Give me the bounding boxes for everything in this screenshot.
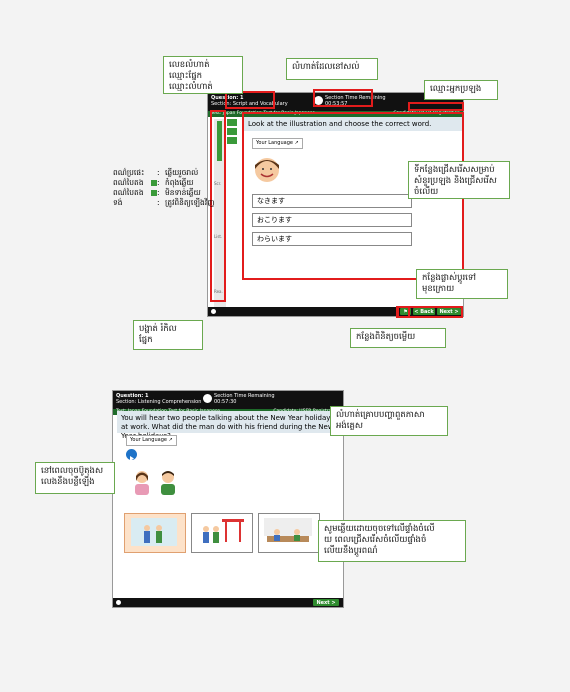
legend-value: កំពុងឆ្លើយ <box>165 178 194 187</box>
highlight-nav-buttons <box>397 306 463 318</box>
section-label-reading: Rea. <box>214 289 223 294</box>
callout-examinee-name: ឈ្មោះអ្នកប្រឡង <box>424 80 498 100</box>
legend-swatch <box>151 190 157 196</box>
question-prompt: Look at the illustration and choose the … <box>244 117 462 131</box>
your-language-button[interactable]: Your Language ↗ <box>126 435 177 446</box>
back-button[interactable]: < Back <box>413 308 435 315</box>
highlight-timer <box>313 89 373 107</box>
legend-sep: : <box>157 168 160 177</box>
timer-label: Section Time Remaining <box>214 393 275 399</box>
question-status-item[interactable] <box>227 137 237 144</box>
status-legend: ពណ៌ប្រផេះ: ឆ្លើយរួចរាល់ ពណ៌បៃតង: កំពុងឆ្លើ… <box>113 168 225 208</box>
flag-button[interactable]: ⚑ <box>400 308 411 315</box>
clock-icon <box>314 96 323 105</box>
illustration-smiling-face <box>253 155 281 187</box>
answer-picture-option[interactable] <box>124 513 186 553</box>
legend-swatch <box>151 180 157 186</box>
legend-sep: : <box>157 198 160 207</box>
callout-select-answer: សូមឆ្លើយដោយចុចទៅលើផ្ទាំងចំលើ យ ពេលជ្រើសរ… <box>318 520 466 562</box>
question-status-item[interactable] <box>227 128 237 135</box>
your-language-label: Your Language <box>256 140 293 146</box>
callout-instruction-area: លំហាត់គ្រោបបញ្ហាពួតភាសា អង់គ្លេស <box>330 406 448 436</box>
callout-answer-area: ទីកន្លែងជ្រើសរើសសម្រាប់ សំនួរប្រឡង និងជ្… <box>408 161 510 199</box>
timer-value: 00:57:30 <box>214 399 237 405</box>
exam-header: Question: 1 Section: Script and Vocabula… <box>208 93 463 111</box>
legend-row: ពណ៌បៃតង: មិនទាន់ឆ្លើយ <box>113 188 225 198</box>
illustration-woman <box>132 469 152 495</box>
footer-bar: ⚑ < Back Next > <box>208 307 463 316</box>
settings-icon[interactable] <box>211 309 216 314</box>
footer-bar: Next > <box>113 598 343 607</box>
legend-value: ឆ្លើយរួចរាល់ <box>165 168 199 177</box>
legend-value: ត្រូវពិនិត្យឡើងវិញ <box>165 198 215 207</box>
answer-picture-option[interactable] <box>258 513 320 553</box>
question-status-item[interactable] <box>227 119 237 126</box>
legend-label: ពណ៌ប្រផេះ <box>113 168 145 177</box>
section-label-script: Scr. <box>214 181 222 186</box>
highlight-question-info <box>225 91 275 109</box>
callout-section-navigator: បង្ហាត់ រំកិល ផ្នែក <box>133 320 203 350</box>
legend-label: ពណ៌បៃតង <box>113 178 144 187</box>
section-name: Section: Script and Vocabulary <box>211 101 288 107</box>
illustration-man <box>158 469 178 495</box>
clock-icon <box>203 394 212 403</box>
legend-value: មិនទាន់ឆ្លើយ <box>165 188 201 197</box>
section-label-listening: List. <box>214 234 223 239</box>
callout-question-info: លេខលំហាត់ ឈ្មោះផ្នែក ឈ្មោះលំហាត់ <box>163 56 243 94</box>
legend-sep: : <box>157 188 160 197</box>
answer-option[interactable]: おこります <box>252 213 412 227</box>
highlight-sidebar <box>210 110 226 302</box>
next-button[interactable]: Next > <box>313 599 339 606</box>
exam-screen-listening: Question: 1 Section: Listening Comprehen… <box>112 390 344 608</box>
legend-sep: : <box>157 178 160 187</box>
answer-option[interactable]: わらいます <box>252 232 412 246</box>
answer-option[interactable]: なきます <box>252 194 412 208</box>
highlight-flag <box>396 306 410 318</box>
timer-value: 00:53:57 <box>325 101 348 107</box>
settings-icon[interactable] <box>116 600 121 605</box>
next-button[interactable]: Next > <box>437 308 461 315</box>
callout-nav-area: កន្លែងផ្លាស់ប្តូរទៅ មុខក្រោយ <box>416 269 508 299</box>
legend-row: ពណ៌ប្រផេះ: ឆ្លើយរួចរាល់ <box>113 168 225 178</box>
question-prompt: You will hear two people talking about t… <box>117 411 341 440</box>
your-language-button[interactable]: Your Language ↗ <box>252 138 303 149</box>
section-name: Section: Listening Comprehension <box>116 399 202 405</box>
callout-audio-play: នៅពេលចុចប៊ូតុងស លេងនឹងបន្លឺឡើង <box>35 462 115 494</box>
timer-label: Section Time Remaining <box>325 95 386 101</box>
question-number: Question: 1 <box>116 393 149 399</box>
audio-play-button[interactable] <box>126 449 137 461</box>
legend-label: ទង់ <box>113 198 123 207</box>
callout-time-remaining: លំហាត់ដែលនៅសល់ <box>286 58 378 80</box>
callout-finish-area: កន្លែងពិនិត្យចម្លើយ <box>350 328 446 348</box>
legend-row: ពណ៌បៃតង: កំពុងឆ្លើយ <box>113 178 225 188</box>
legend-label: ពណ៌បៃតង <box>113 188 144 197</box>
exam-header: Question: 1 Section: Listening Comprehen… <box>113 391 343 409</box>
section-progress <box>217 121 222 161</box>
highlight-candidate <box>408 102 464 111</box>
section-sidebar[interactable]: Scr. List. Rea. <box>214 119 226 307</box>
legend-row: ទង់: ត្រូវពិនិត្យឡើងវិញ <box>113 198 225 208</box>
answer-picture-option[interactable] <box>191 513 253 553</box>
question-number: Question: 1 <box>211 95 244 101</box>
your-language-label: Your Language <box>130 437 167 443</box>
question-status-list <box>227 119 237 149</box>
